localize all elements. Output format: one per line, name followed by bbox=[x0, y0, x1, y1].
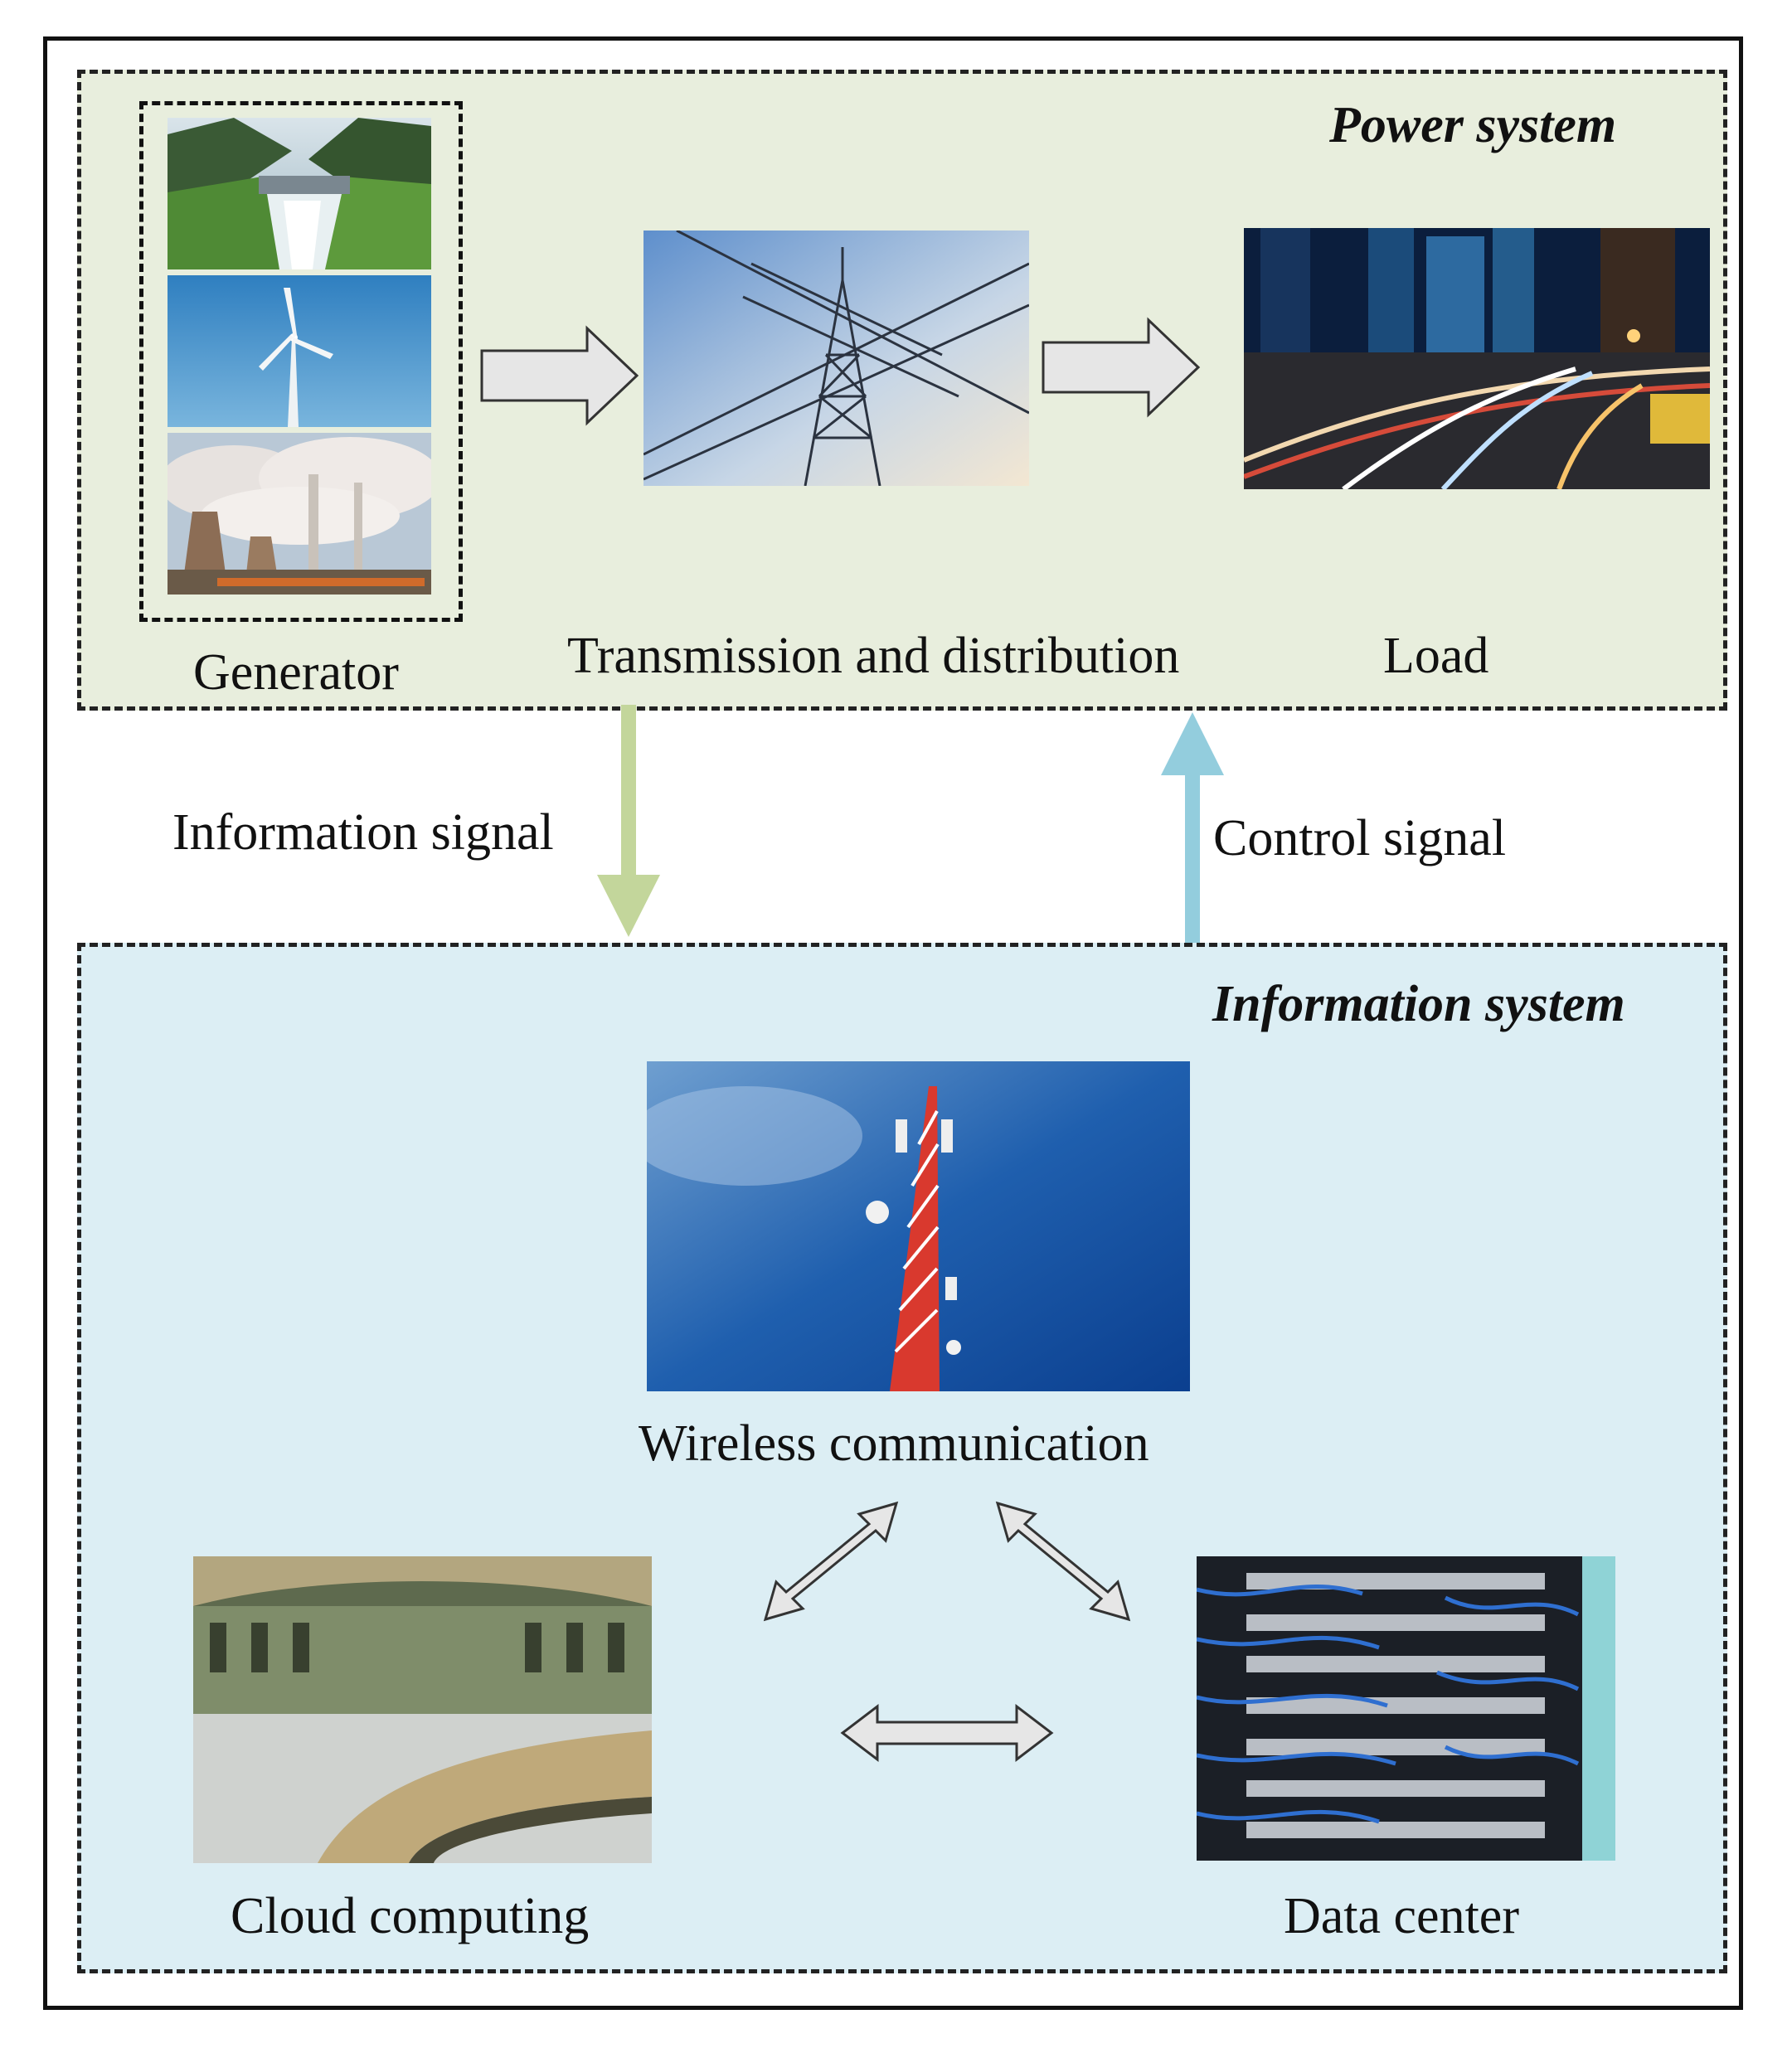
transmission-to-load-arrow bbox=[1042, 317, 1201, 418]
cell-tower-image bbox=[647, 1061, 1190, 1391]
transmission-tower-image bbox=[643, 231, 1029, 486]
city-load-image bbox=[1244, 228, 1710, 489]
generator-group-box bbox=[139, 101, 463, 622]
hydro-dam-image bbox=[168, 118, 431, 269]
thermal-plant-image bbox=[168, 433, 431, 595]
wireless-datacenter-double-arrow bbox=[995, 1501, 1131, 1622]
control-room-image bbox=[193, 1556, 652, 1863]
control-signal-arrow bbox=[1161, 712, 1224, 944]
control-signal-label: Control signal bbox=[1213, 810, 1507, 866]
transmission-label: Transmission and distribution bbox=[567, 628, 1180, 684]
information-signal-label: Information signal bbox=[172, 804, 554, 861]
data-center-label: Data center bbox=[1284, 1888, 1519, 1944]
cloud-wireless-double-arrow bbox=[763, 1501, 899, 1622]
information-system-title: Information system bbox=[1212, 976, 1625, 1032]
wireless-communication-label: Wireless communication bbox=[639, 1415, 1149, 1472]
generator-to-transmission-arrow bbox=[480, 325, 639, 426]
information-signal-arrow bbox=[597, 705, 660, 937]
power-system-title: Power system bbox=[1329, 97, 1617, 153]
wind-turbine-image bbox=[168, 275, 431, 427]
outer-frame bbox=[43, 36, 1743, 2010]
cloud-datacenter-double-arrow bbox=[840, 1703, 1054, 1763]
load-label: Load bbox=[1383, 628, 1489, 684]
server-rack-image bbox=[1197, 1556, 1615, 1861]
generator-label: Generator bbox=[193, 644, 399, 701]
cloud-computing-label: Cloud computing bbox=[231, 1888, 590, 1944]
